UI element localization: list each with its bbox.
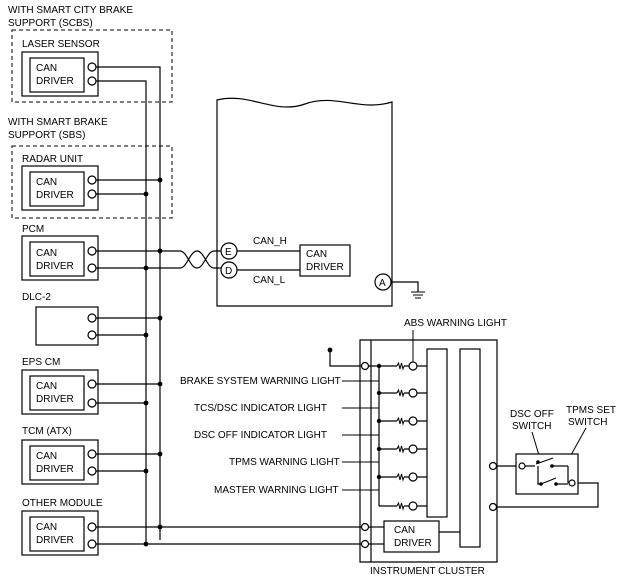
tcm-can-label: CAN: [36, 451, 57, 462]
other-module: OTHER MODULE CAN DRIVER: [21, 498, 103, 556]
tcm-title: TCM (ATX): [22, 426, 72, 437]
radar-unit-module: RADAR UNIT CAN DRIVER: [21, 154, 99, 211]
dsc-off-switch-label-2: SWITCH: [512, 421, 551, 432]
central-can-label: CAN: [306, 249, 327, 260]
sbs-group-label-2: SUPPORT (SBS): [8, 130, 85, 141]
other-module-title: OTHER MODULE: [22, 498, 103, 509]
instrument-cluster: CAN DRIVER INSTRUMENT CLUSTER: [180, 318, 507, 577]
dlc2-connector: DLC-2: [22, 292, 99, 346]
radar-driver-label: DRIVER: [36, 190, 74, 201]
tcm-driver-label: DRIVER: [36, 464, 74, 475]
other-driver-label: DRIVER: [36, 535, 74, 546]
pcm-title: PCM: [22, 224, 44, 235]
terminal-d-label: D: [225, 266, 232, 277]
can-l-label: CAN_L: [253, 275, 286, 286]
can-h-label: CAN_H: [253, 236, 287, 247]
laser-can-label: CAN: [36, 63, 57, 74]
terminal-e-label: E: [225, 247, 232, 258]
brake-system-warning-light-label: BRAKE SYSTEM WARNING LIGHT: [180, 376, 341, 387]
dlc2-title: DLC-2: [22, 292, 51, 303]
tcm-module: TCM (ATX) CAN DRIVER: [21, 426, 99, 485]
scbs-group-outline: [11, 29, 173, 103]
eps-can-label: CAN: [36, 381, 57, 392]
can-bus-wiring: [96, 66, 363, 547]
tcs-dsc-indicator-light-label: TCS/DSC INDICATOR LIGHT: [194, 403, 327, 414]
tpms-warning-light-label: TPMS WARNING LIGHT: [229, 457, 340, 468]
tpms-set-switch-label-2: SWITCH: [568, 417, 607, 428]
switch-assembly: DSC OFF SWITCH TPMS SET SWITCH: [497, 405, 616, 508]
laser-sensor-module: LASER SENSOR CAN DRIVER: [21, 39, 100, 97]
pcm-module: PCM CAN DRIVER: [21, 224, 99, 281]
master-warning-light-label: MASTER WARNING LIGHT: [214, 485, 339, 496]
central-driver-label: DRIVER: [306, 262, 344, 273]
radar-unit-title: RADAR UNIT: [22, 154, 83, 165]
other-can-label: CAN: [36, 522, 57, 533]
scbs-group-label-2: SUPPORT (SCBS): [8, 18, 93, 29]
laser-driver-label: DRIVER: [36, 76, 74, 87]
dsc-off-switch-label-1: DSC OFF: [510, 409, 554, 420]
tpms-set-switch-label-1: TPMS SET: [566, 405, 616, 416]
dsc-off-indicator-light-label: DSC OFF INDICATOR LIGHT: [194, 430, 327, 441]
eps-driver-label: DRIVER: [36, 394, 74, 405]
abs-warning-light-label: ABS WARNING LIGHT: [404, 318, 507, 329]
eps-cm-title: EPS CM: [22, 357, 60, 368]
sbs-group-outline: [11, 145, 173, 219]
pcm-driver-label: DRIVER: [36, 261, 74, 272]
scbs-group-label-1: WITH SMART CITY BRAKE: [8, 5, 133, 16]
eps-cm-module: EPS CM CAN DRIVER: [21, 357, 99, 415]
central-control-unit: E D CAN_H CAN_L CAN DRIVER A: [216, 97, 425, 307]
terminal-a-label: A: [379, 278, 386, 289]
sbs-group-label-1: WITH SMART BRAKE: [8, 117, 108, 128]
cluster-driver-label: DRIVER: [394, 538, 432, 549]
instrument-cluster-label: INSTRUMENT CLUSTER: [370, 566, 485, 577]
cluster-can-label: CAN: [394, 525, 415, 536]
pcm-can-label: CAN: [36, 248, 57, 259]
radar-can-label: CAN: [36, 177, 57, 188]
laser-sensor-title: LASER SENSOR: [22, 39, 100, 50]
